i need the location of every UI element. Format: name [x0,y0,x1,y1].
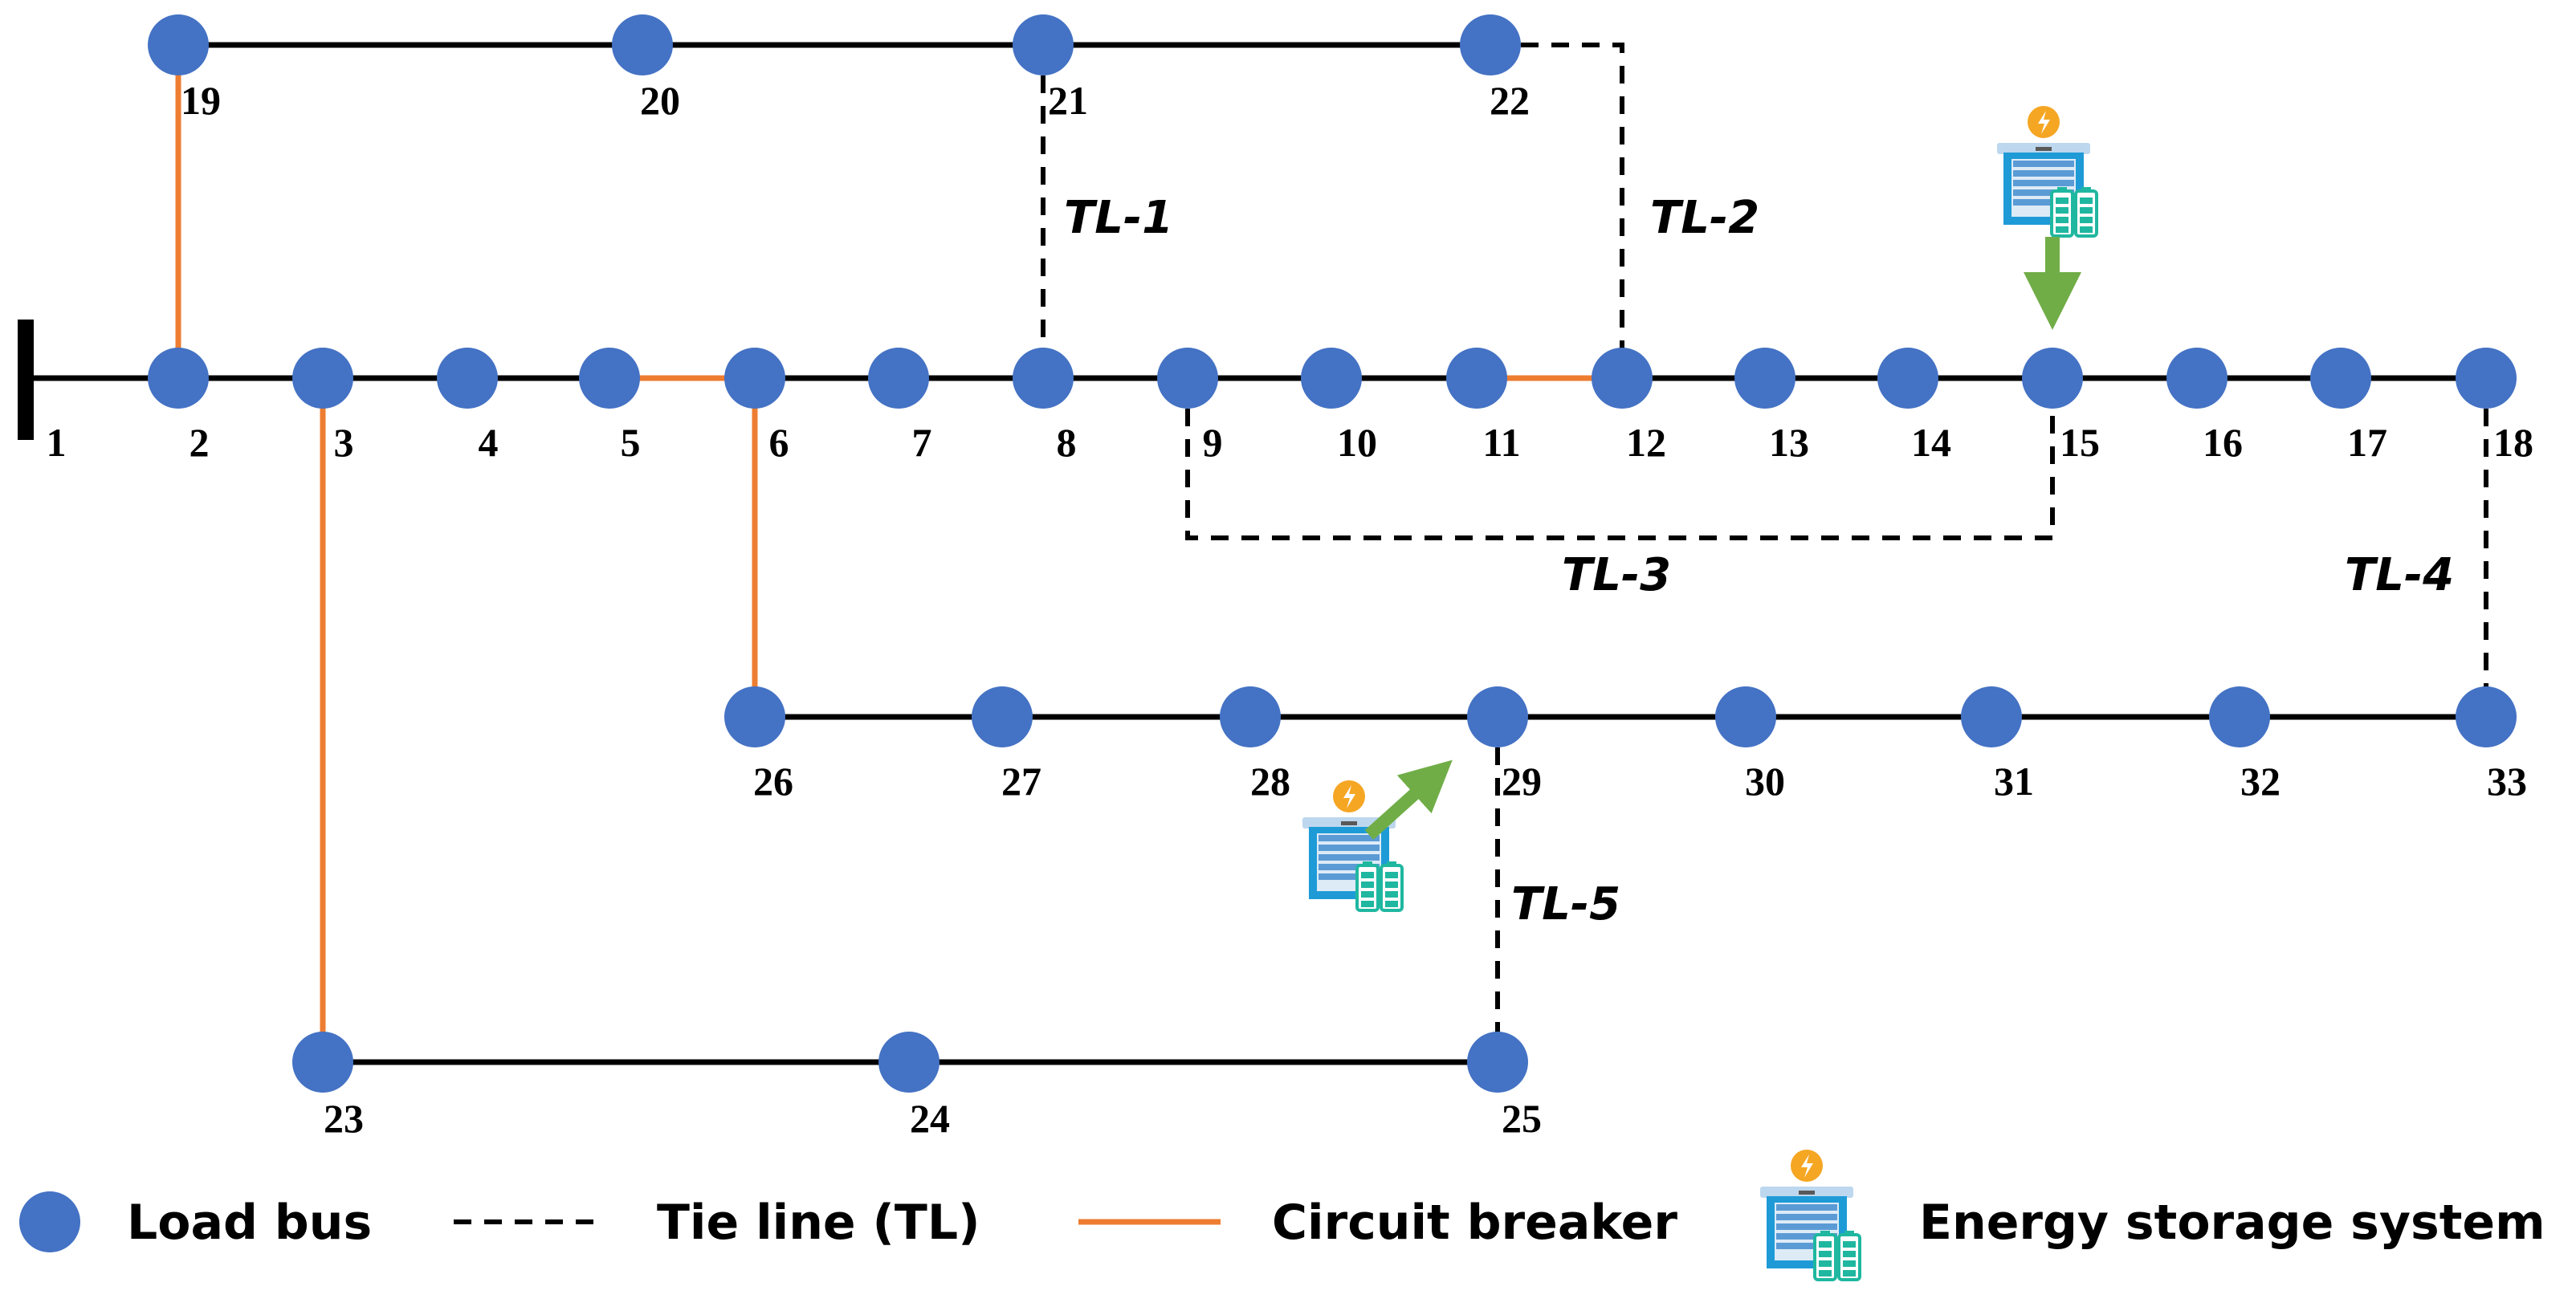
load-bus-2 [148,348,209,409]
substation-bar [18,320,34,440]
tie-line-2 [1490,43,1624,378]
load-bus-25 [1467,1032,1528,1093]
energy-storage-icon [1995,104,2098,238]
bus-label-17: 17 [2347,420,2387,465]
tie-line-label-4: TL-4 [2345,549,2454,601]
tie-lines [1041,43,2488,1062]
bus-label-1: 1 [47,420,67,465]
load-bus-28 [1220,686,1281,747]
bus-layer [148,14,2517,1093]
bus-label-10: 10 [1337,420,1377,465]
load-bus-18 [2456,348,2517,409]
load-bus-12 [1592,348,1653,409]
ess-bus-15 [1995,104,2098,330]
legend-load-bus-label: Load bus [127,1195,372,1251]
ess-bus-29 [1301,759,1453,912]
bus-label-32: 32 [2240,759,2280,804]
load-bus-7 [868,348,929,409]
load-bus-23 [292,1032,353,1093]
bus-label-6: 6 [769,420,789,465]
bus-label-16: 16 [2203,420,2243,465]
load-bus-29 [1467,686,1528,747]
lateral-branches [178,42,2486,1065]
bus-label-12: 12 [1626,420,1666,465]
bus-label-27: 27 [1001,759,1041,804]
load-bus-6 [724,348,785,409]
bus-label-29: 29 [1502,759,1542,804]
load-bus-13 [1734,348,1795,409]
load-bus-3 [292,348,353,409]
bus-label-24: 24 [910,1096,950,1141]
load-bus-33 [2456,686,2517,747]
bus-label-5: 5 [621,420,641,465]
load-bus-10 [1301,348,1362,409]
bus-label-22: 22 [1490,78,1530,123]
tie-line-label-2: TL-2 [1650,192,1759,244]
load-bus-21 [1013,14,1074,75]
bus-label-21: 21 [1048,78,1088,123]
bus-label-3: 3 [334,420,354,465]
load-bus-15 [2022,348,2083,409]
tie-line-label-3: TL-3 [1562,549,1671,601]
load-bus-14 [1877,348,1938,409]
load-bus-8 [1013,348,1074,409]
ess-arrow-29 [1364,759,1453,840]
load-bus-9 [1157,348,1218,409]
tie-line-label-1: TL-1 [1064,192,1173,244]
legend-energy-storage-icon [1759,1148,1861,1281]
tie-line-3 [1185,378,2055,540]
load-bus-27 [972,686,1033,747]
load-bus-16 [2166,348,2228,409]
bus-label-28: 28 [1250,759,1290,804]
tie-line-label-5: TL-5 [1511,878,1620,930]
legend-energy-storage-label: Energy storage system [1919,1195,2545,1251]
load-bus-32 [2209,686,2270,747]
load-bus-31 [1961,686,2022,747]
load-bus-30 [1715,686,1776,747]
bus-label-19: 19 [181,78,221,123]
bus-label-2: 2 [190,420,210,465]
bus-label-31: 31 [1994,759,2034,804]
load-bus-22 [1460,14,1521,75]
legend-tie-line-label: Tie line (TL) [657,1195,980,1251]
load-bus-26 [724,686,785,747]
load-bus-17 [2310,348,2371,409]
load-bus-20 [612,14,673,75]
bus-label-30: 30 [1745,759,1785,804]
bus-label-15: 15 [2060,420,2100,465]
bus-label-11: 11 [1482,420,1520,465]
bus-label-26: 26 [753,759,793,804]
bus-label-25: 25 [1502,1096,1542,1141]
bus-label-23: 23 [324,1096,364,1141]
bus-label-4: 4 [479,420,499,465]
legend-load-bus-symbol [19,1191,80,1252]
bus-label-8: 8 [1057,420,1077,465]
load-bus-4 [437,348,498,409]
bus-label-13: 13 [1769,420,1809,465]
load-bus-19 [148,14,209,75]
bus-label-7: 7 [912,420,932,465]
legend-circuit-breaker-label: Circuit breaker [1272,1195,1677,1251]
energy-storage-icon [1301,779,1404,912]
load-bus-5 [579,348,640,409]
load-bus-11 [1446,348,1507,409]
bus-label-9: 9 [1203,420,1223,465]
bus-label-18: 18 [2493,420,2533,465]
legend: Load bus Tie line (TL) Circuit breaker E… [19,1148,2545,1281]
bus-label-14: 14 [1911,420,1951,465]
bus-label-33: 33 [2487,759,2527,804]
load-bus-24 [878,1032,940,1093]
bus-label-20: 20 [640,78,680,123]
